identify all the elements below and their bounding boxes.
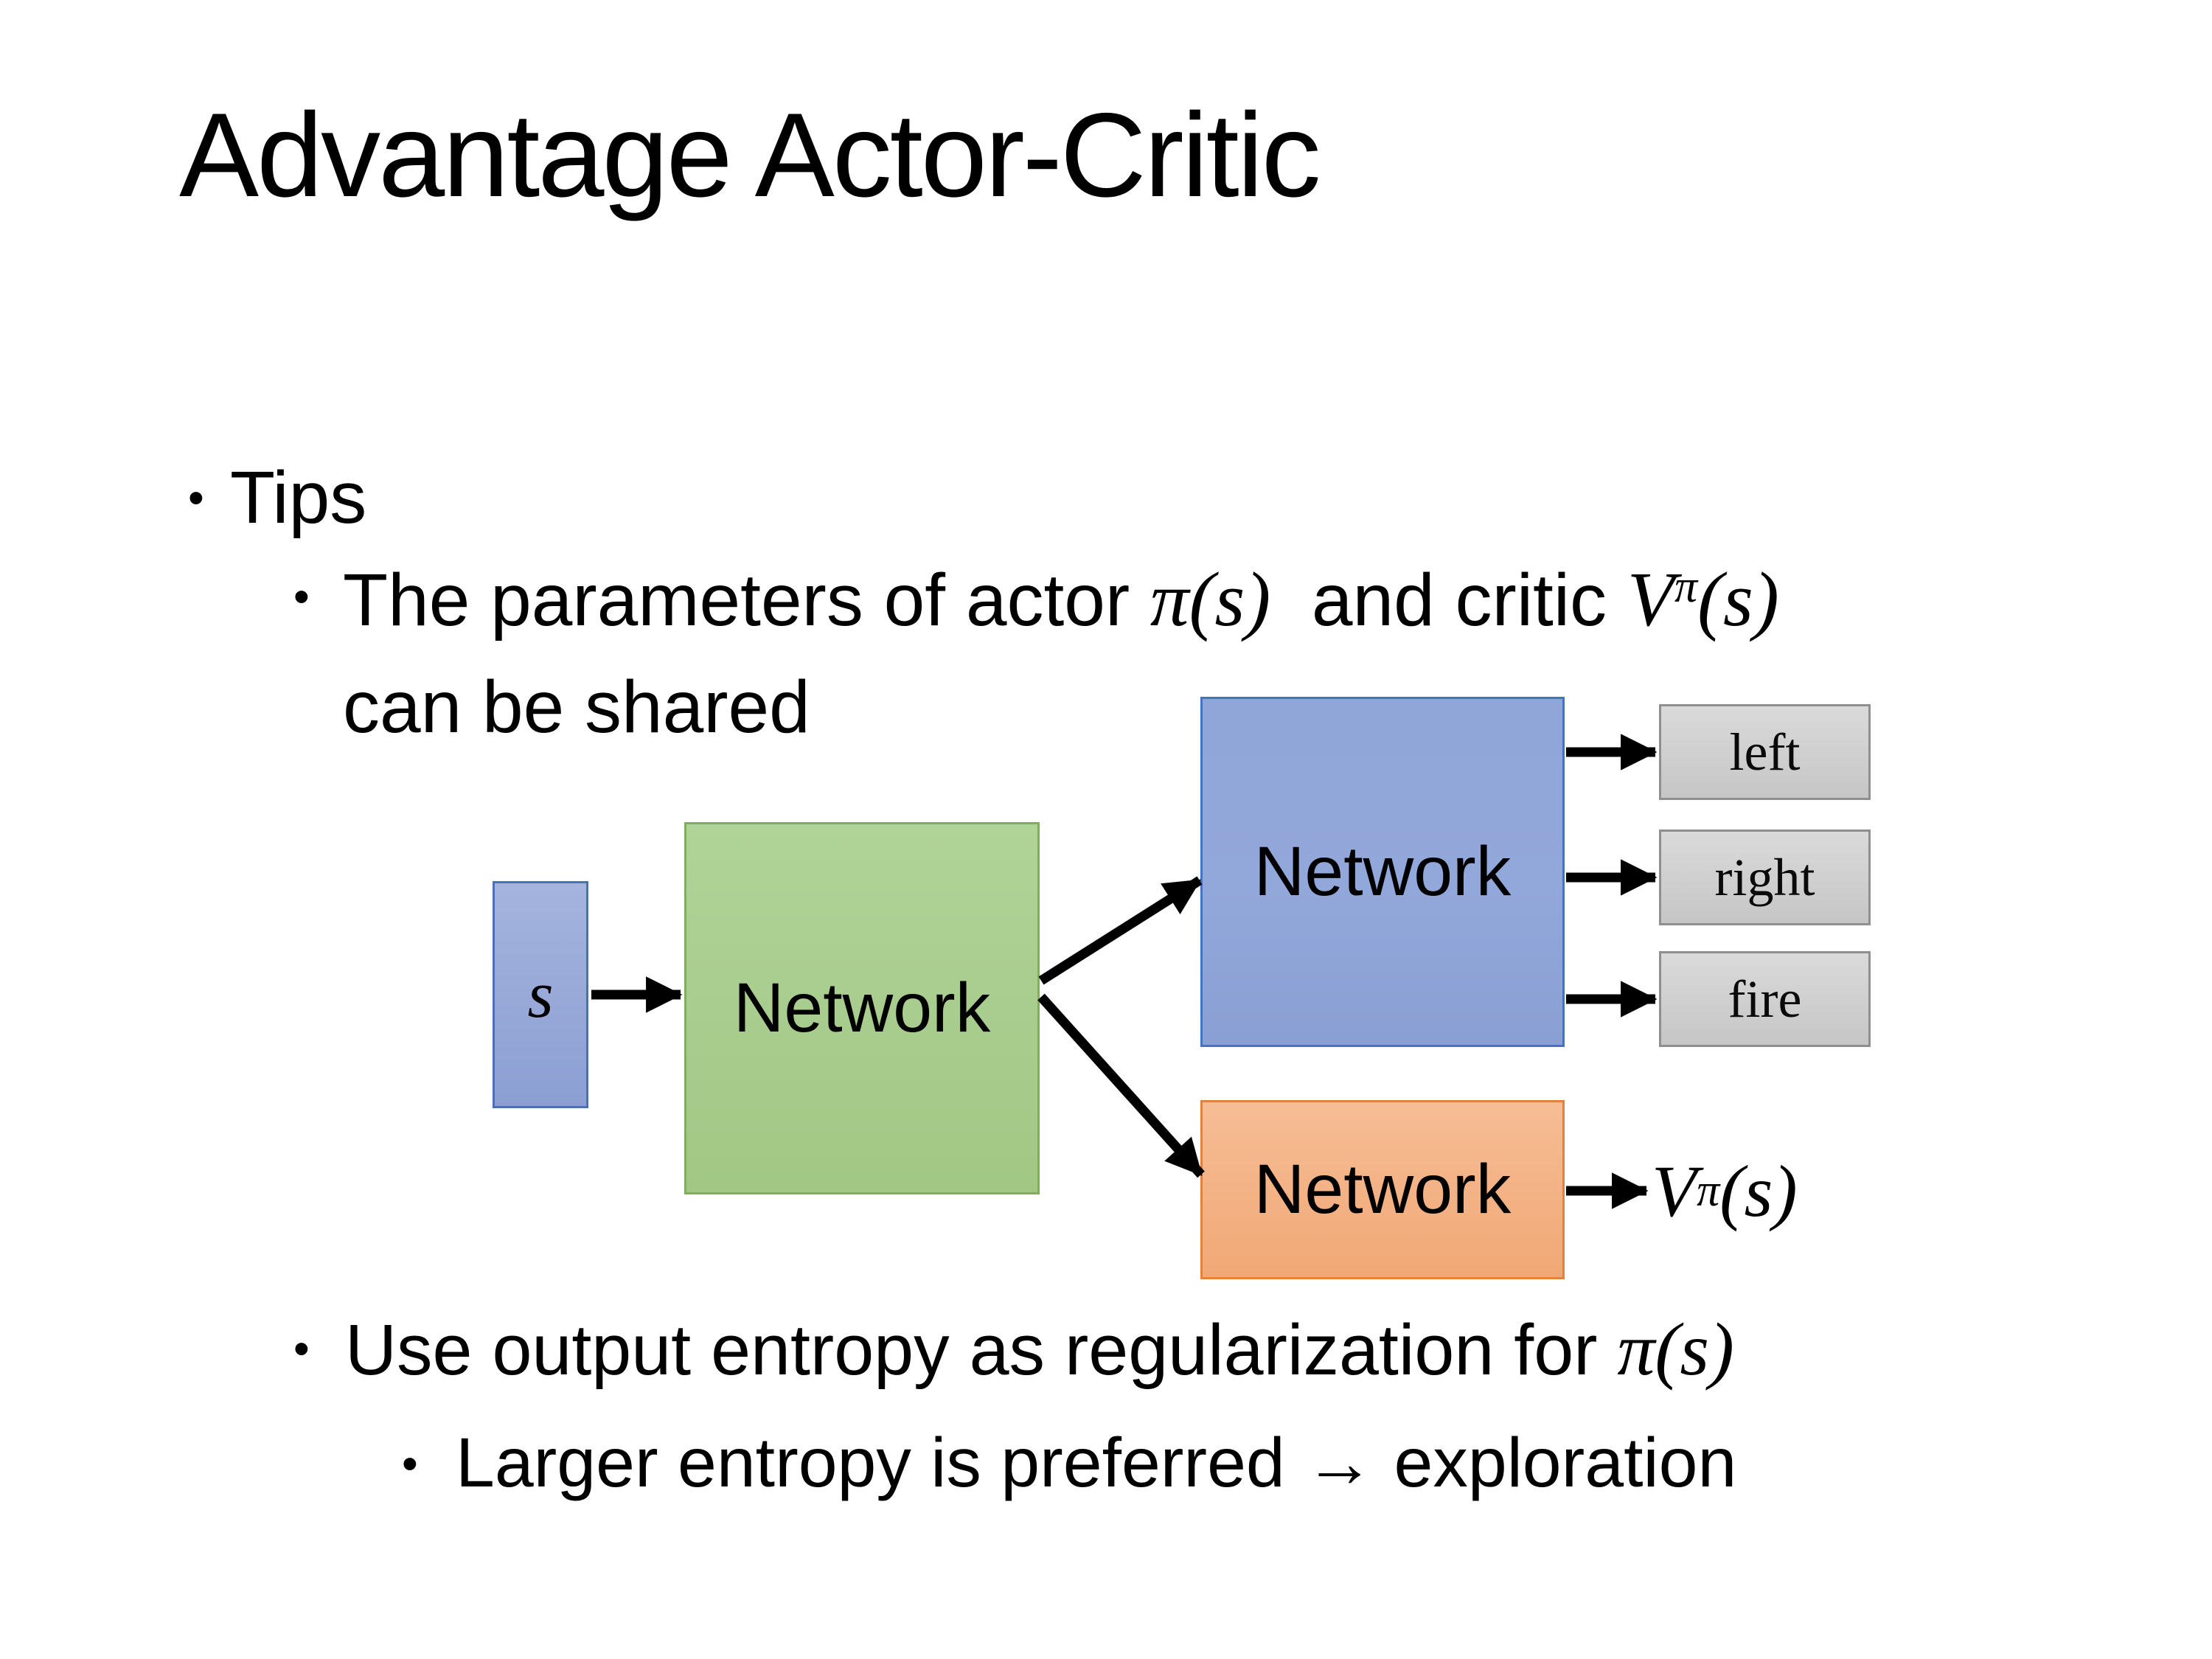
page-title: Advantage Actor-Critic xyxy=(179,88,1321,222)
actor-network-box: Network xyxy=(1200,697,1565,1047)
bullet-dot-icon: • xyxy=(188,473,204,524)
actor-network-label: Network xyxy=(1253,832,1512,911)
state-label: s xyxy=(527,958,554,1032)
arrow-shared-to-critic xyxy=(1037,993,1205,1178)
critic-V-sup-math: π xyxy=(1674,561,1698,612)
action-box-left: left xyxy=(1659,704,1871,800)
critic-V-math: V xyxy=(1627,556,1674,642)
shared-network-box: Network xyxy=(684,822,1040,1194)
action-box-right: right xyxy=(1659,830,1871,925)
bullet-larger-entropy: Larger entropy is preferred → exploratio… xyxy=(456,1424,1737,1502)
bullet-text: and critic xyxy=(1270,559,1627,641)
bullet-text: Use output entropy as regularization for xyxy=(345,1310,1618,1390)
critic-V-arg-math: (s) xyxy=(1697,556,1779,642)
actor-pi-math: π(s) xyxy=(1150,556,1271,642)
critic-output-arg: (s) xyxy=(1719,1150,1798,1232)
action-label-right: right xyxy=(1714,847,1815,907)
critic-output-V: V xyxy=(1652,1150,1697,1232)
bullet-tips: Tips xyxy=(230,456,367,539)
bullet-dot-icon: • xyxy=(293,571,310,622)
bullet-dot-icon: • xyxy=(402,1439,418,1489)
action-label-left: left xyxy=(1729,722,1801,782)
shared-network-label: Network xyxy=(733,969,991,1047)
critic-network-box: Network xyxy=(1200,1100,1565,1279)
state-box: s xyxy=(493,881,588,1108)
bullet-shared-params-line1: The parameters of actor π(s) and critic … xyxy=(343,554,1779,644)
bullet-entropy-regularization: Use output entropy as regularization for… xyxy=(345,1307,1734,1393)
critic-network-label: Network xyxy=(1253,1150,1512,1228)
action-box-fire: fire xyxy=(1659,951,1871,1047)
bullet-dot-icon: • xyxy=(293,1324,310,1374)
pi-math: π(s) xyxy=(1617,1308,1734,1391)
action-label-fire: fire xyxy=(1728,969,1802,1029)
arrow-shared-to-actor xyxy=(1038,876,1203,985)
bullet-text: The parameters of actor xyxy=(343,559,1150,641)
bullet-shared-params-line2: can be shared xyxy=(343,666,810,748)
